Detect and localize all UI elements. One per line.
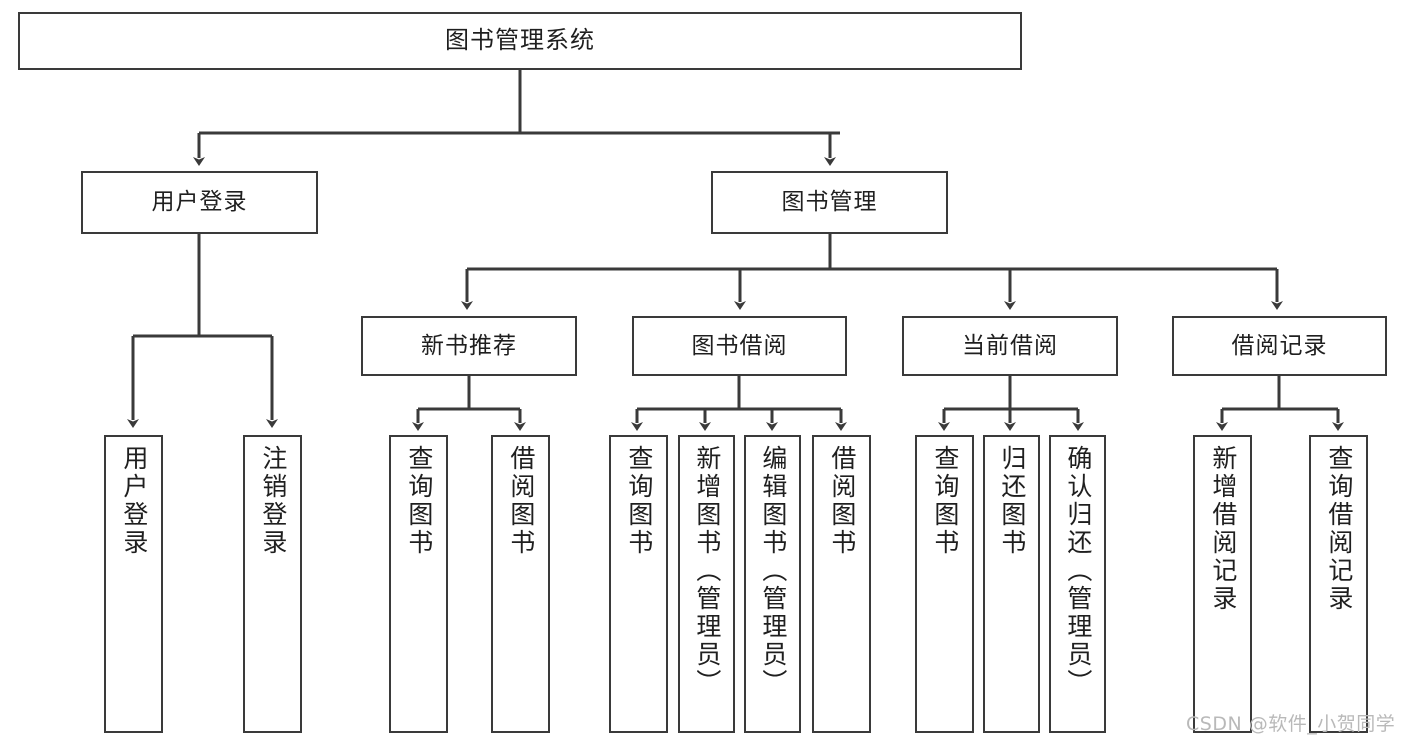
node-borrow-record[interactable]: 借阅记录 (1172, 316, 1387, 376)
leaf-label: 编辑图书（管理员） (758, 445, 788, 697)
leaf-label: 查询图书 (404, 445, 434, 557)
leaf-borrow-record-add[interactable]: 新增借阅记录 (1193, 435, 1252, 733)
leaf-new-book-query[interactable]: 查询图书 (389, 435, 448, 733)
node-current-borrow-label: 当前借阅 (962, 332, 1058, 359)
node-new-book-recommend[interactable]: 新书推荐 (361, 316, 577, 376)
leaf-label: 借阅图书 (506, 445, 536, 557)
node-current-borrow[interactable]: 当前借阅 (902, 316, 1118, 376)
node-book-borrow[interactable]: 图书借阅 (632, 316, 847, 376)
csdn-watermark: CSDN @软件_小贺同学 (1186, 713, 1396, 735)
node-book-management-label: 图书管理 (781, 189, 878, 216)
node-book-management[interactable]: 图书管理 (711, 171, 948, 234)
leaf-label: 新增图书（管理员） (692, 445, 722, 697)
node-new-book-recommend-label: 新书推荐 (421, 332, 517, 359)
leaf-current-borrow-return[interactable]: 归还图书 (983, 435, 1040, 733)
leaf-user-login-logout[interactable]: 注销登录 (243, 435, 302, 733)
leaf-borrow-record-query[interactable]: 查询借阅记录 (1309, 435, 1368, 733)
leaf-book-borrow-borrow[interactable]: 借阅图书 (812, 435, 871, 733)
node-root-label: 图书管理系统 (445, 26, 595, 55)
leaf-label: 确认归还（管理员） (1063, 445, 1093, 697)
node-root[interactable]: 图书管理系统 (18, 12, 1022, 70)
leaf-label: 用户登录 (119, 445, 149, 557)
node-borrow-record-label: 借阅记录 (1231, 332, 1328, 359)
leaf-label: 查询图书 (624, 445, 654, 557)
leaf-current-borrow-query[interactable]: 查询图书 (915, 435, 974, 733)
node-user-login[interactable]: 用户登录 (81, 171, 318, 234)
leaf-label: 归还图书 (997, 445, 1027, 557)
leaf-label: 注销登录 (258, 445, 288, 557)
node-book-borrow-label: 图书借阅 (691, 332, 788, 359)
leaf-user-login-login[interactable]: 用户登录 (104, 435, 163, 733)
leaf-label: 新增借阅记录 (1208, 445, 1238, 613)
leaf-label: 查询图书 (930, 445, 960, 557)
leaf-new-book-borrow[interactable]: 借阅图书 (491, 435, 550, 733)
leaf-book-borrow-query[interactable]: 查询图书 (609, 435, 668, 733)
leaf-current-borrow-confirm[interactable]: 确认归还（管理员） (1049, 435, 1106, 733)
leaf-book-borrow-add[interactable]: 新增图书（管理员） (678, 435, 735, 733)
node-user-login-label: 用户登录 (151, 189, 248, 216)
leaf-label: 借阅图书 (827, 445, 857, 557)
leaf-label: 查询借阅记录 (1324, 445, 1354, 613)
leaf-book-borrow-edit[interactable]: 编辑图书（管理员） (744, 435, 801, 733)
